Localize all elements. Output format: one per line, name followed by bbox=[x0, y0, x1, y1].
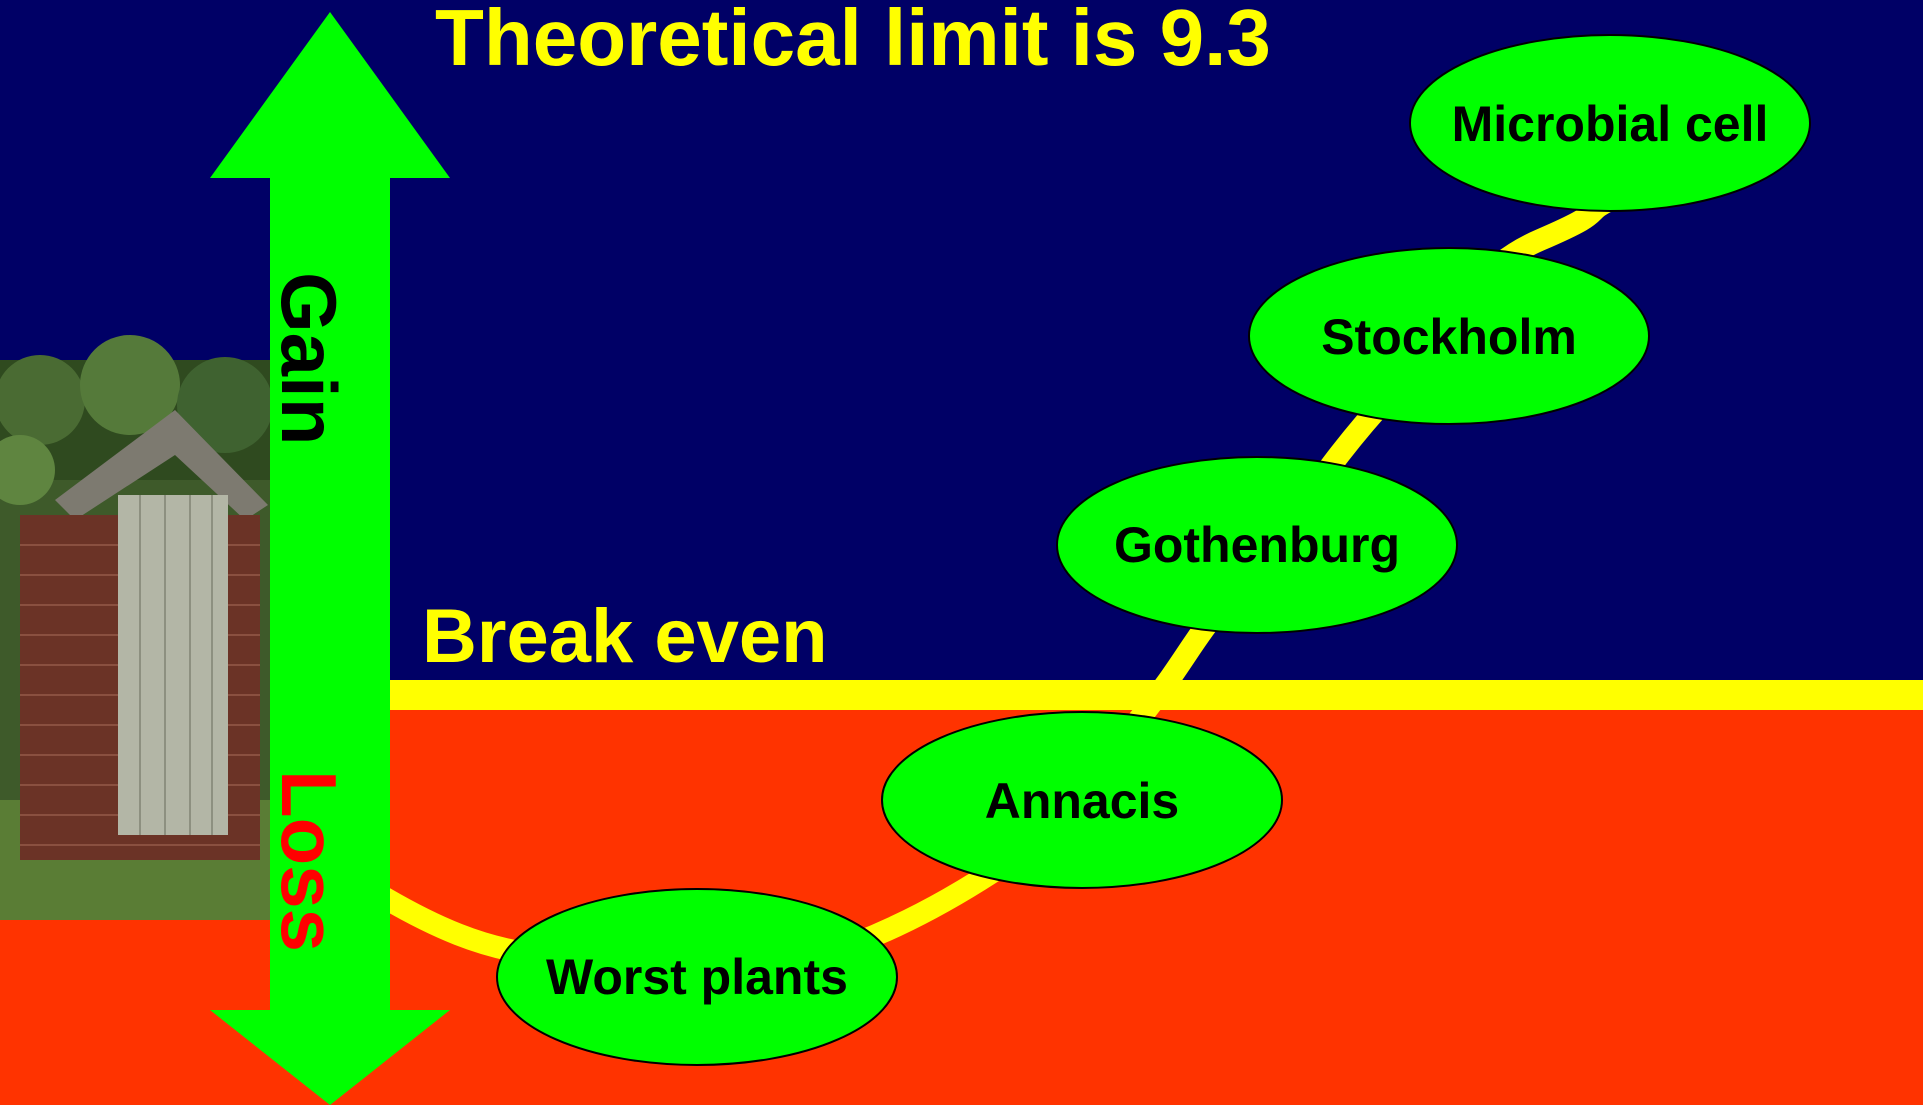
break-even-line bbox=[270, 680, 1923, 710]
gain-label: Gain bbox=[265, 272, 353, 445]
node-gothenburg-label: Gothenburg bbox=[1114, 517, 1400, 573]
node-gothenburg: Gothenburg bbox=[1056, 456, 1458, 634]
node-annacis-label: Annacis bbox=[985, 773, 1180, 829]
node-stockholm: Stockholm bbox=[1248, 247, 1650, 425]
node-worst-plants-label: Worst plants bbox=[546, 949, 848, 1005]
node-annacis: Annacis bbox=[881, 711, 1283, 889]
node-worst-plants: Worst plants bbox=[496, 888, 898, 1066]
gain-loss-arrow bbox=[210, 12, 450, 1105]
outhouse-photo bbox=[0, 335, 273, 920]
node-microbial-cell: Microbial cell bbox=[1409, 34, 1811, 212]
break-even-label: Break even bbox=[422, 594, 828, 679]
node-stockholm-label: Stockholm bbox=[1321, 309, 1577, 365]
title: Theoretical limit is 9.3 bbox=[435, 0, 1271, 82]
node-microbial-cell-label: Microbial cell bbox=[1452, 96, 1769, 152]
loss-label: Loss bbox=[265, 770, 353, 952]
